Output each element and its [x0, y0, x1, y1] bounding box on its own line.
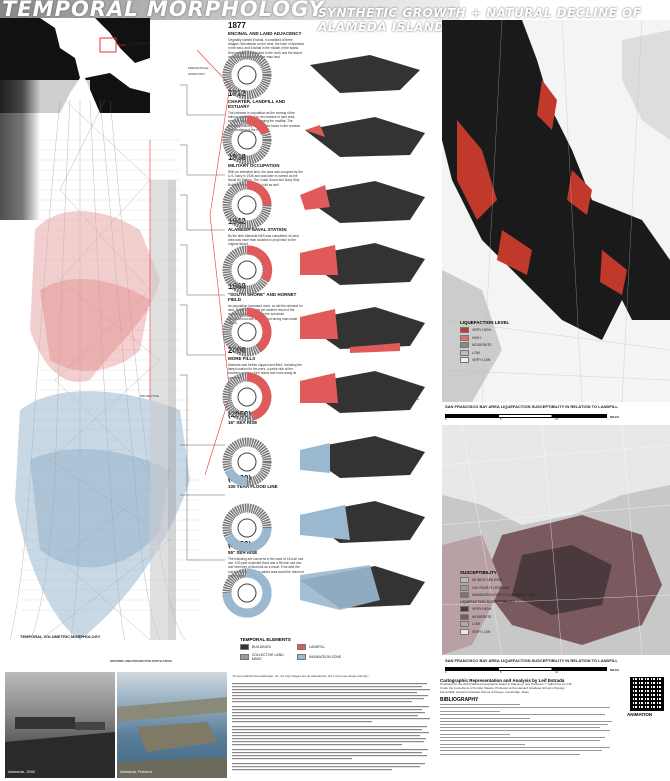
map2-legend-inundation: INUNDATION DUE TO LIQUEFACTION — [460, 592, 540, 598]
map2-scale-0: 0 — [445, 670, 447, 674]
map2-legend2-low: LOW — [460, 621, 540, 627]
donut-2150 — [222, 568, 272, 618]
historic-population-label: HISTORIC AND PROJECTIVE POPULATION — [110, 659, 172, 663]
credits-line-1: Produced for the 2014 National Geographi… — [440, 682, 572, 686]
map2-legend-title: SUSCEPTIBILITY — [460, 570, 497, 575]
footprint-2100 — [300, 501, 425, 543]
donut-2050 — [222, 437, 272, 487]
era-year: 2000 — [228, 346, 246, 355]
map1-legend-verylow: VERY LOW — [460, 357, 510, 363]
era-year: 1912 — [228, 89, 246, 98]
projective-left-label: PROJECTIVE — [140, 394, 159, 398]
era-name: 100 YEAR FLOOD LINE — [228, 484, 278, 489]
donut-1938 — [222, 180, 272, 230]
bibliography-lines — [440, 704, 612, 756]
credits-line-2: Under the instructions of Fumiko Takebe,… — [440, 685, 565, 690]
map2-scale-5: 5 — [500, 670, 502, 674]
legend-landfill: LANDFILL — [297, 644, 350, 650]
photo-left-caption: Alameda, 1940 — [8, 769, 35, 774]
map1-scale-0: 0 — [445, 417, 447, 421]
animation-label: ANIMATION — [627, 712, 653, 717]
liquefaction-map-1 — [442, 20, 670, 402]
donut-2100 — [222, 503, 272, 553]
donut-1877 — [222, 50, 272, 100]
bibliography-title: BIBLIOGRAPHY — [440, 697, 479, 704]
donut-column — [222, 50, 273, 618]
legend-inundation: INUNDATION ZONE — [297, 653, 350, 661]
footprint-1960 — [300, 307, 425, 353]
page-title: TEMPORAL MORPHOLOGY — [2, 0, 325, 21]
photo-alameda-present: Alameda, Present — [117, 672, 227, 778]
donut-1912 — [222, 115, 272, 165]
map1-scale-10: 10 — [555, 417, 559, 421]
footprint-1942 — [300, 243, 425, 285]
map2-legend: SUSCEPTIBILITY 55 INCH SEA RISE 100 YEAR… — [460, 570, 540, 636]
map2-caption: SAN FRANCISCO BAY AREA LIQUEFACTION SUSC… — [445, 658, 618, 663]
map2-legend2-veryhigh: VERY HIGH — [460, 606, 540, 612]
footprint-2150 — [300, 565, 425, 610]
volumetric-morphology — [0, 80, 200, 641]
essay-text-block — [232, 683, 432, 775]
credits-line-3: Fiona Watt, Harvard Graduate School of D… — [440, 689, 530, 694]
era-name: ALAMEDA NAVAL STATION — [228, 227, 287, 232]
map2-scale-bar — [445, 667, 607, 671]
era-year: 1877 — [228, 21, 246, 30]
era-name: MORE FILLS — [228, 356, 256, 361]
era-name: "SOUTH SHORE" AND HORNET FIELD — [228, 292, 297, 302]
map1-legend-title: LIQUEFACTION LEVEL — [460, 320, 510, 325]
era-name: CHARTER, LANDFILL AND ESTUARY — [228, 99, 286, 109]
map1-legend-low: LOW — [460, 349, 510, 356]
era-text: Alameda was further capped and filled, i… — [228, 363, 302, 380]
legend-buildings: BUILDINGS — [240, 644, 293, 650]
era-name: MILITARY OCCUPATION — [228, 163, 280, 168]
map1-legend: LIQUEFACTION LEVEL VERY HIGH HIGH MODERA… — [460, 320, 510, 365]
qr-code-icon[interactable] — [630, 677, 664, 711]
donut-1942 — [222, 245, 273, 295]
legend-landmass: COLLECTIVE LAND MASS — [240, 653, 293, 661]
map1-scale-bar — [445, 414, 607, 418]
map2-scale-10: 10 — [555, 670, 559, 674]
donut-2000 — [222, 372, 272, 422]
volumetric-label: TEMPORAL VOLUMETRIC MORPHOLOGY — [20, 634, 101, 639]
locator-label: ALAMEDA — [128, 41, 151, 46]
era-2000: 2000 MORE FILLS Alameda was further capp… — [228, 346, 304, 380]
map2-scale-miles: MILES — [610, 668, 620, 672]
map1-scale-5: 5 — [500, 417, 502, 421]
footprint-2050 — [300, 436, 425, 478]
map1-scale-miles: MILES — [610, 415, 620, 419]
map2-legend-sea-rise: 55 INCH SEA RISE — [460, 577, 540, 583]
credits-block: Cartographic Representation and Analysis… — [440, 678, 615, 766]
footprint-1912 — [305, 117, 425, 157]
page-subtitle: SYNTHETIC GROWTH + NATURAL DECLINE OF AL… — [318, 6, 642, 34]
credits-title: Cartographic Representation and Analysis… — [440, 678, 565, 683]
inventory-label: INVENTORY — [188, 72, 206, 76]
liquefaction-map-2 — [442, 425, 670, 655]
island-footprints — [300, 55, 425, 610]
map1-legend-veryhigh: VERY HIGH — [460, 327, 510, 333]
photo-right-caption: Alameda, Present — [120, 769, 152, 774]
era-text: By the time Alameda NAS was completed, i… — [228, 234, 299, 247]
header-band — [0, 0, 460, 20]
percentage-label: PERCENTAGE — [188, 66, 209, 70]
temporal-elements-title: TEMPORAL ELEMENTS — [240, 637, 291, 642]
map2-legend2-title: LIQUEFACTION SUSCEPTIBILITY — [460, 600, 515, 604]
timeline-connectors — [180, 49, 231, 561]
map2-legend2-moderate: MODERATE — [460, 613, 540, 620]
era-name: ENCINAL AND LAND ADJACENCY — [228, 31, 302, 36]
temporal-elements-legend: TEMPORAL ELEMENTS BUILDINGS LANDFILL COL… — [240, 637, 350, 662]
map2-legend-floodline: 100 YEAR FLOODLINE — [460, 584, 540, 591]
photo-alameda-1940: Alameda, 1940 — [5, 672, 115, 778]
projective-right-label: PROJECTIVE — [400, 397, 419, 401]
footprint-1938 — [300, 181, 425, 223]
donut-1960 — [222, 307, 272, 357]
era-name: 16" SEA RISE — [228, 420, 258, 425]
era-name: 55" SEA RISE — [228, 550, 258, 555]
map1-legend-moderate: MODERATE — [460, 342, 510, 348]
map1-caption: SAN FRANCISCO BAY AREA LIQUEFACTION SUSC… — [445, 404, 618, 409]
map2-legend2-verylow: VERY LOW — [460, 628, 540, 635]
intro-quote: "As we urbanize the landscape, our not o… — [232, 674, 370, 678]
footprint-2000 — [300, 371, 425, 413]
footprint-1877 — [310, 55, 420, 93]
map1-legend-high: HIGH — [460, 334, 510, 341]
